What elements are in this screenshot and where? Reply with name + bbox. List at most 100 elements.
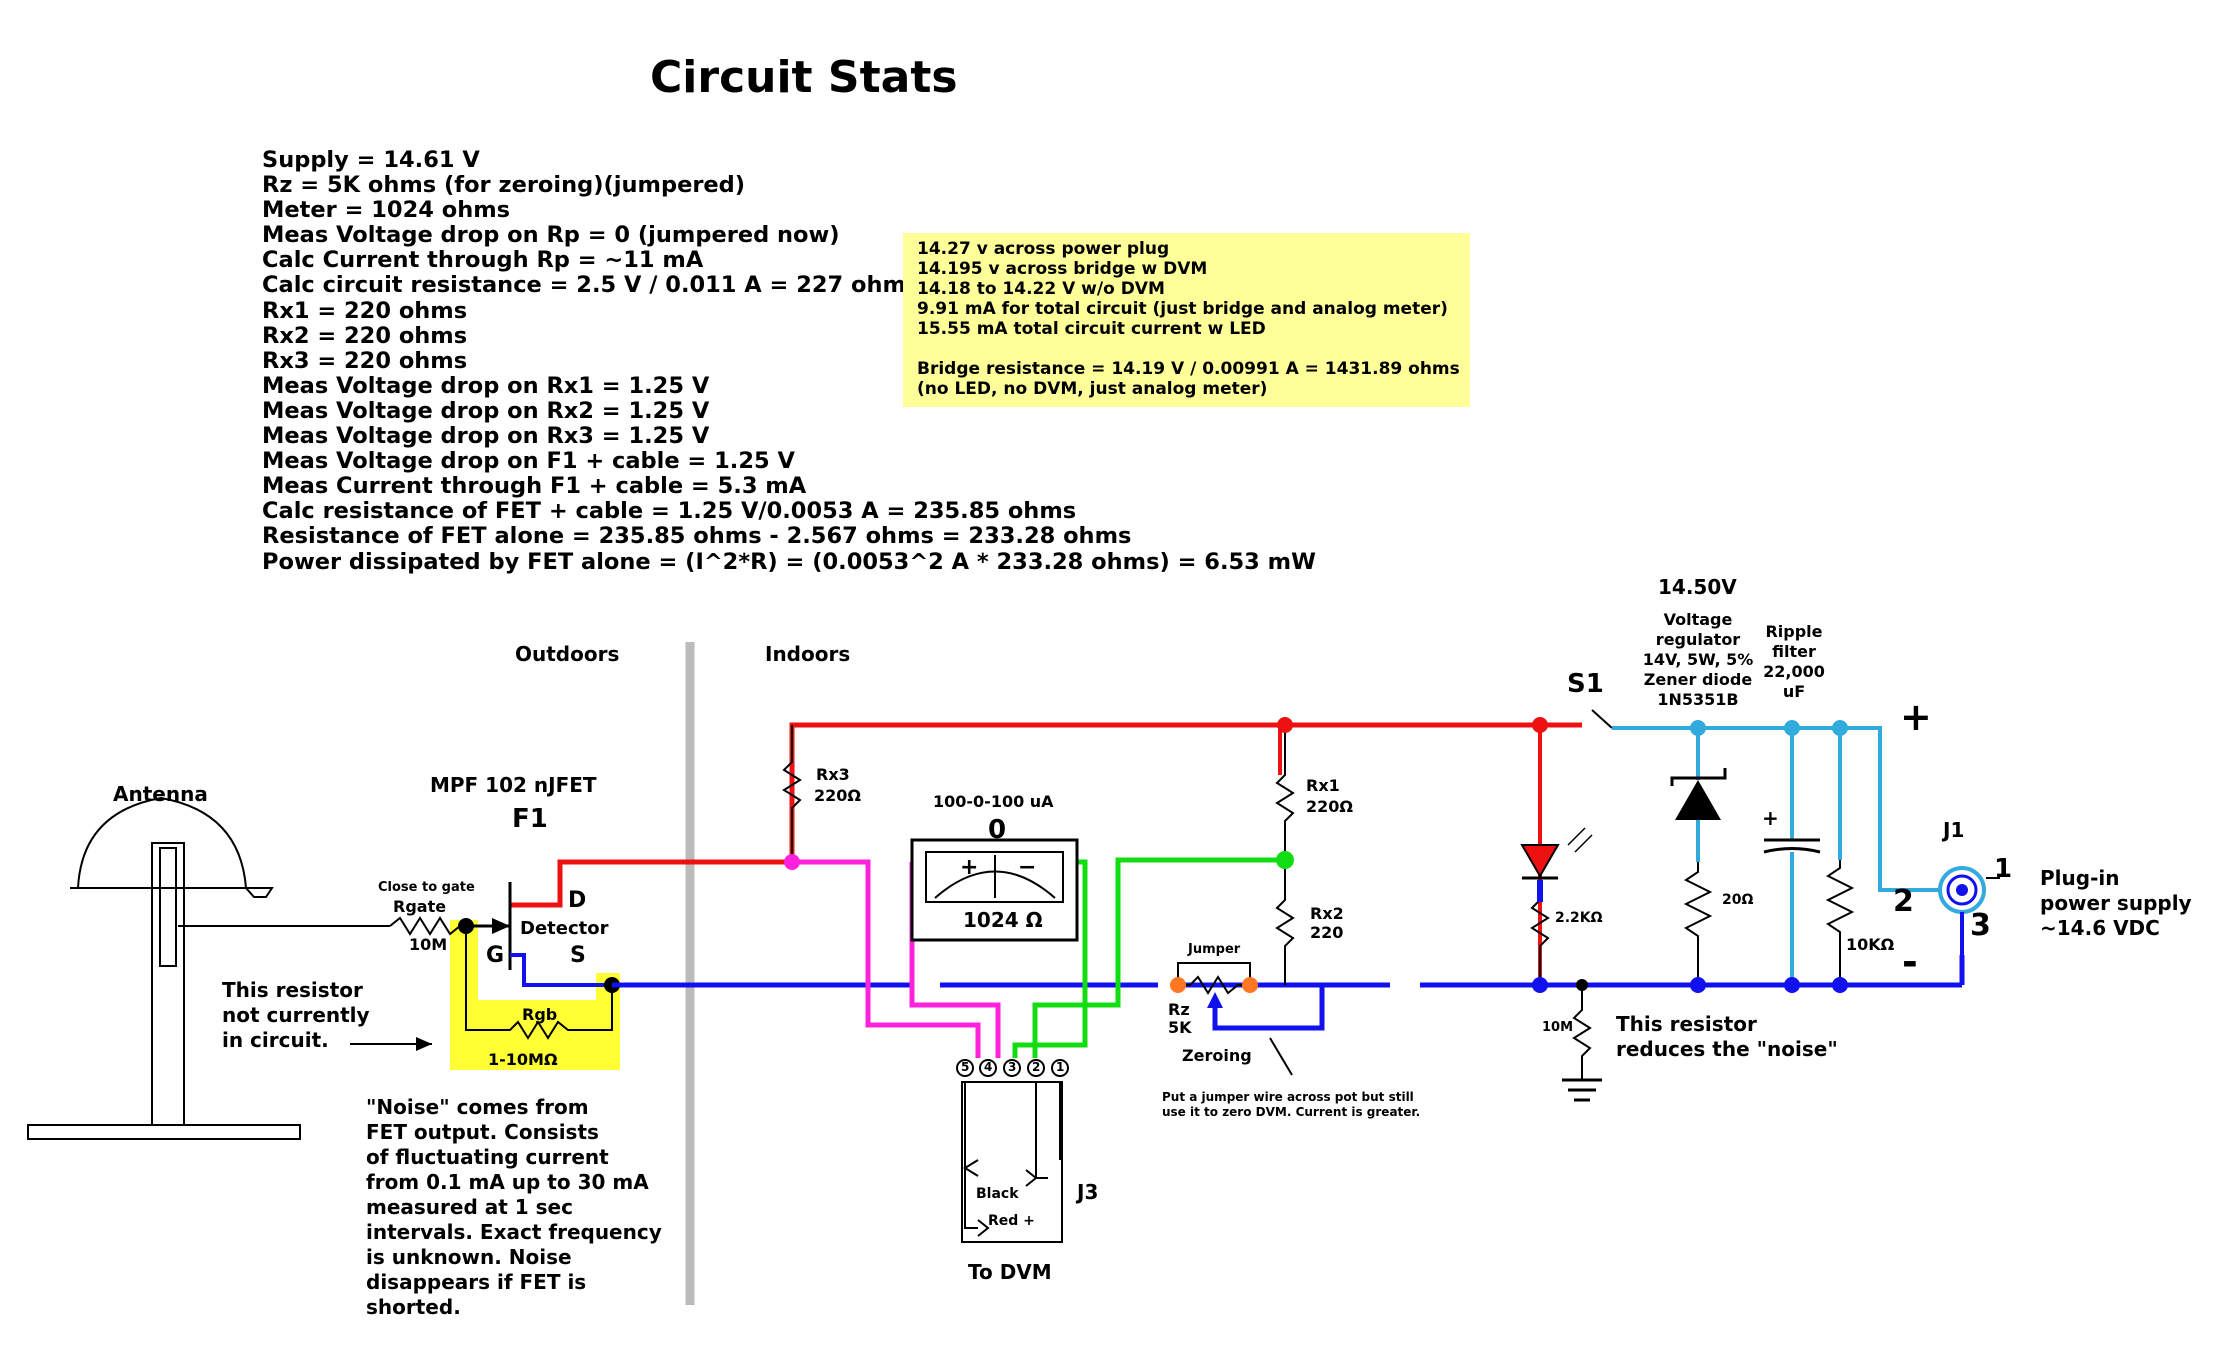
- page-title: Circuit Stats: [650, 52, 958, 103]
- fet-gate-arrow: [492, 918, 510, 934]
- stats-line: Supply = 14.61 V: [262, 147, 480, 173]
- zener-resistor-label: 20Ω: [1722, 892, 1754, 908]
- zener-voltage-label: 14.50V: [1658, 575, 1737, 599]
- pin-s-label: S: [570, 943, 586, 968]
- green-wire: [1032, 857, 1285, 1058]
- rz-label: Rz: [1168, 1000, 1190, 1019]
- led-resistor-label: 2.2KΩ: [1555, 910, 1603, 926]
- meter-plus-label: +: [960, 855, 979, 880]
- rz-right-node: [1242, 977, 1258, 993]
- negative-terminal-label: -: [1902, 940, 1918, 984]
- rgb-label: Rgb: [522, 1005, 558, 1024]
- rx2-label: Rx2: [1310, 904, 1344, 923]
- noise-resistor-label: 10M: [1542, 1020, 1574, 1035]
- stats-line: Meas Voltage drop on Rx3 = 1.25 V: [262, 423, 710, 450]
- led-icon: [1520, 844, 1560, 878]
- note-line: Bridge resistance = 14.19 V / 0.00991 A …: [917, 359, 1460, 379]
- red-lead-label: Red +: [988, 1213, 1035, 1229]
- rgate-resistor: [389, 916, 510, 936]
- fet-source-wire: [510, 953, 612, 987]
- rx1-top-node: [1277, 717, 1293, 733]
- ground-icon: [1562, 1078, 1602, 1102]
- antenna-label: Antenna: [113, 782, 208, 806]
- stats-line: Rx1 = 220 ohms: [262, 297, 468, 324]
- note-line: (no LED, no DVM, just analog meter): [917, 379, 1268, 399]
- rgb-resistor: [465, 926, 613, 1040]
- stats-line: Meas Current through F1 + cable = 5.3 mA: [262, 473, 807, 500]
- note-line: 14.195 v across bridge w DVM: [917, 259, 1208, 279]
- j3-pin-2: 2: [1032, 1060, 1041, 1074]
- zener-resistor: [1683, 862, 1713, 985]
- indoors-label: Indoors: [765, 642, 851, 666]
- note-line: 14.18 to 14.22 V w/o DVM: [917, 279, 1165, 299]
- stats-line: Calc circuit resistance = 2.5 V / 0.011 …: [262, 272, 920, 299]
- j3-pin-4: 4: [984, 1060, 993, 1074]
- to-dvm-label: To DVM: [968, 1260, 1052, 1284]
- j3-pin-3: 3: [1008, 1060, 1017, 1074]
- zeroing-label: Zeroing: [1182, 1046, 1252, 1065]
- rx3-bottom-node: [784, 854, 800, 870]
- j1-pin-3-label: 3: [1970, 908, 1991, 943]
- j3-label: J3: [1077, 1180, 1099, 1204]
- j3-pin-5: 5: [961, 1060, 970, 1074]
- stats-line: Meas Voltage drop on Rp = 0 (jumpered no…: [262, 222, 840, 249]
- s1-switch-icon: [1591, 709, 1613, 729]
- rx3-value-label: 220Ω: [814, 786, 861, 805]
- capacitor-plus-label: +: [1762, 806, 1779, 830]
- rgate-value-label: 10M: [409, 935, 448, 954]
- j3-connector-icon: [956, 1059, 1069, 1243]
- bleeder-resistor-label: 10KΩ: [1846, 935, 1895, 954]
- rz-left-node: [1170, 977, 1186, 993]
- meter-zero-label: 0: [988, 815, 1007, 845]
- rgb-value-label: 1-10MΩ: [488, 1050, 558, 1069]
- rx2-resistor: [1275, 860, 1295, 985]
- zener-diode-icon: [1675, 780, 1721, 820]
- jumper-label: Jumper: [1188, 942, 1241, 957]
- resistor-note-arrow-head: [416, 1037, 432, 1051]
- rz-potentiometer: [1178, 975, 1250, 995]
- note-line: 9.91 mA for total circuit (just bridge a…: [917, 299, 1448, 319]
- f1-label: F1: [512, 804, 548, 834]
- rgate-label: Rgate: [393, 897, 447, 916]
- stats-line: Meas Voltage drop on Rx2 = 1.25 V: [262, 397, 710, 424]
- rx1-resistor: [1275, 725, 1295, 860]
- rz-value-label: 5K: [1168, 1018, 1192, 1037]
- stats-line: Rz = 5K ohms (for zeroing)(jumpered): [262, 172, 746, 199]
- meter-resistance-label: 1024 Ω: [963, 908, 1043, 932]
- close-to-gate-label: Close to gate: [378, 880, 475, 895]
- j1-pin-2-label: 2: [1893, 884, 1914, 919]
- fet-name-label: MPF 102 nJFET: [430, 773, 597, 797]
- bleeder-resistor: [1825, 860, 1855, 985]
- stats-line: Resistance of FET alone = 235.85 ohms - …: [262, 523, 1132, 550]
- rx3-resistor: [782, 725, 802, 862]
- outdoors-label: Outdoors: [515, 642, 620, 666]
- red-top-rail: [789, 722, 1580, 862]
- noise-resistor: [1572, 985, 1592, 1080]
- stats-line: Rx2 = 220 ohms: [262, 322, 468, 349]
- rx2-value-label: 220: [1310, 923, 1344, 942]
- pin-g-label: G: [486, 943, 505, 968]
- stats-line: Meter = 1024 ohms: [262, 197, 511, 224]
- stats-line: Calc Current through Rp = ~11 mA: [262, 247, 704, 274]
- stats-line: Meas Voltage drop on F1 + cable = 1.25 V: [262, 448, 795, 475]
- j1-pin-1-label: 1: [1994, 854, 2013, 884]
- j1-label: J1: [1943, 818, 1965, 842]
- pin-d-label: D: [568, 888, 587, 913]
- led-bottom-node: [1532, 977, 1548, 993]
- gate-node: [458, 918, 474, 934]
- jumper-wire: [1177, 962, 1251, 985]
- j3-pin-1: 1: [1056, 1060, 1065, 1074]
- antenna-icon: [27, 796, 390, 1140]
- stats-line: Power dissipated by FET alone = (I^2*R) …: [262, 548, 1316, 575]
- rx1-label: Rx1: [1306, 776, 1340, 795]
- meter-range-label: 100-0-100 uA: [933, 792, 1054, 811]
- rz-wiper-wire: [1212, 985, 1325, 1031]
- note-line: 15.55 mA total circuit current w LED: [917, 319, 1266, 339]
